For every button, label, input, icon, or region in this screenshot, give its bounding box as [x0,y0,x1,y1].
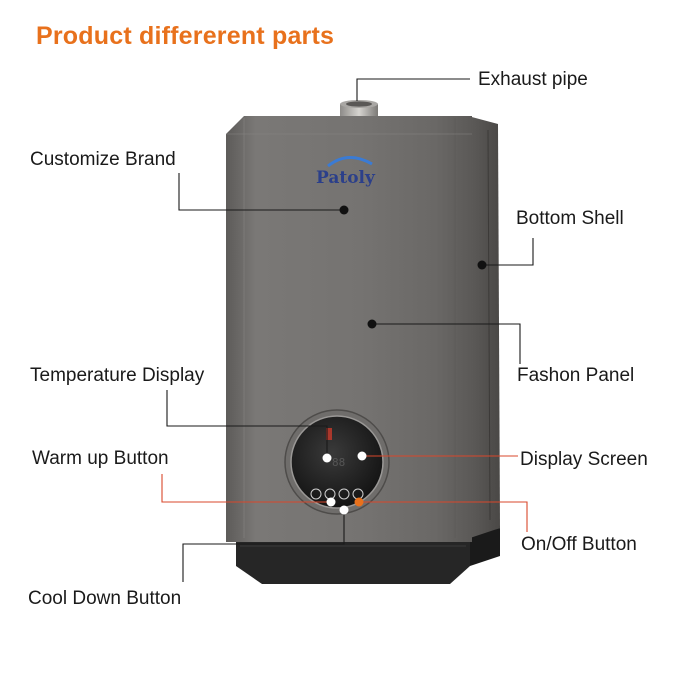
bottom-shell [468,116,500,540]
brand-logo-text: Patoly [316,168,376,188]
heater-body [226,116,472,542]
dot-customize-brand [339,205,349,215]
label-exhaust-pipe: Exhaust pipe [478,69,588,90]
leader-lines [161,78,534,582]
dot-temperature-display [322,453,332,463]
leader-fashon-panel [372,323,521,364]
dot-on-off-button [354,497,364,507]
page-title: Product differerent parts [36,22,335,50]
leader-on-off-button [359,501,528,532]
svg-text:88: 88 [332,456,345,469]
label-fashon-panel: Fashon Panel [517,365,635,386]
label-cool-down-button: Cool Down Button [28,588,182,609]
leader-customize-brand [178,173,344,211]
dot-fashon-panel [367,319,377,329]
leader-warm-up-button [161,474,331,503]
control-panel: 88 [284,409,390,515]
leader-exhaust-pipe [356,78,470,101]
leader-cool-down-button [182,510,345,582]
label-bottom-shell: Bottom Shell [516,208,624,229]
label-on-off-button: On/Off Button [521,534,637,555]
heater-base [236,528,500,584]
leader-temperature-display [166,390,328,457]
label-warm-up-button: Warm up Button [32,448,169,469]
pointer-dots [322,205,487,515]
dot-display-screen [357,451,367,461]
dot-warm-up-button [326,497,336,507]
leader-bottom-shell [482,238,534,266]
label-temperature-display: Temperature Display [30,365,205,386]
brand-logo: Patoly [316,156,376,188]
label-customize-brand: Customize Brand [30,149,176,170]
label-display-screen: Display Screen [520,449,648,470]
dot-cool-down-button [339,505,349,515]
dot-bottom-shell [477,260,487,270]
